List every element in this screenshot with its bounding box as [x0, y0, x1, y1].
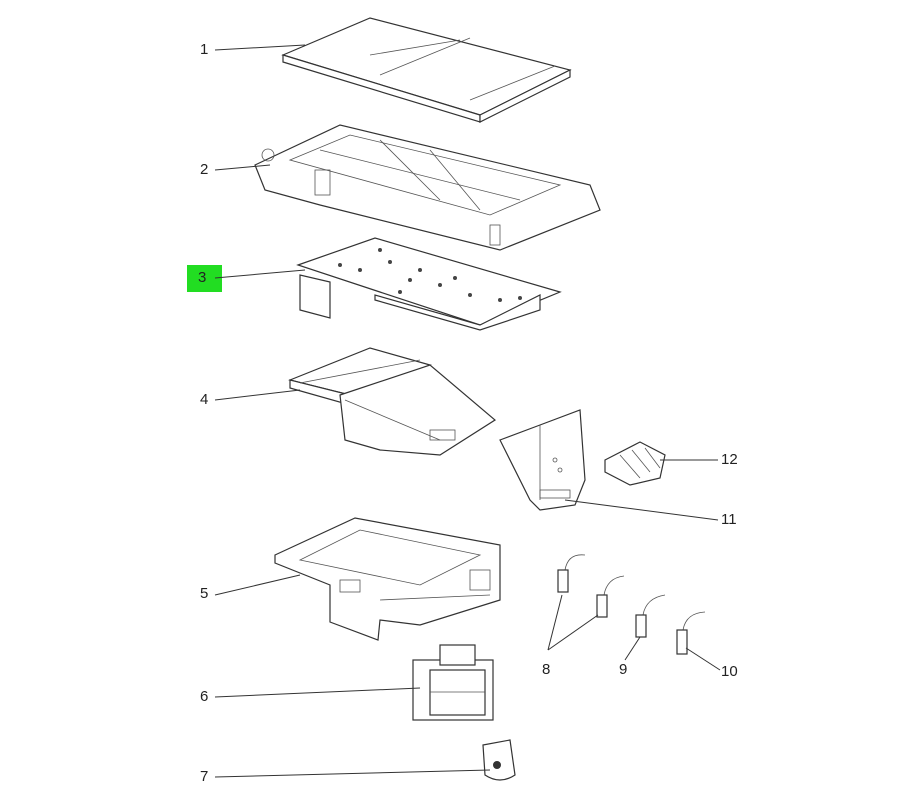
callout-6: 6	[200, 688, 209, 705]
callout-10: 10	[721, 663, 738, 680]
part-9-sensor[interactable]	[635, 594, 666, 638]
part-2-frame[interactable]	[254, 124, 601, 251]
part-1-cover[interactable]	[281, 17, 572, 123]
part-3-circuit-board[interactable]	[296, 237, 562, 331]
callout-11: 11	[721, 511, 737, 528]
callout-7: 7	[200, 768, 209, 785]
part-8-sensor-b[interactable]	[596, 575, 625, 618]
part-7-clip[interactable]	[482, 739, 516, 781]
part-11-bracket[interactable]	[499, 409, 586, 511]
callout-1: 1	[200, 41, 209, 58]
part-12-connector[interactable]	[604, 441, 666, 486]
part-10-sensor[interactable]	[676, 611, 706, 655]
callout-9: 9	[619, 661, 628, 678]
leader-lines	[214, 44, 721, 778]
highlight-part-3	[187, 265, 222, 292]
part-8-sensor-a[interactable]	[557, 554, 586, 593]
callout-2: 2	[200, 161, 209, 178]
callout-12: 12	[721, 451, 738, 468]
callout-8: 8	[542, 661, 551, 678]
callout-5: 5	[200, 585, 209, 602]
callout-3: 3	[198, 269, 207, 286]
part-4-tray[interactable]	[288, 347, 497, 456]
part-5-base[interactable]	[274, 517, 501, 641]
callout-4: 4	[200, 391, 209, 408]
part-6-transformer[interactable]	[412, 644, 494, 721]
